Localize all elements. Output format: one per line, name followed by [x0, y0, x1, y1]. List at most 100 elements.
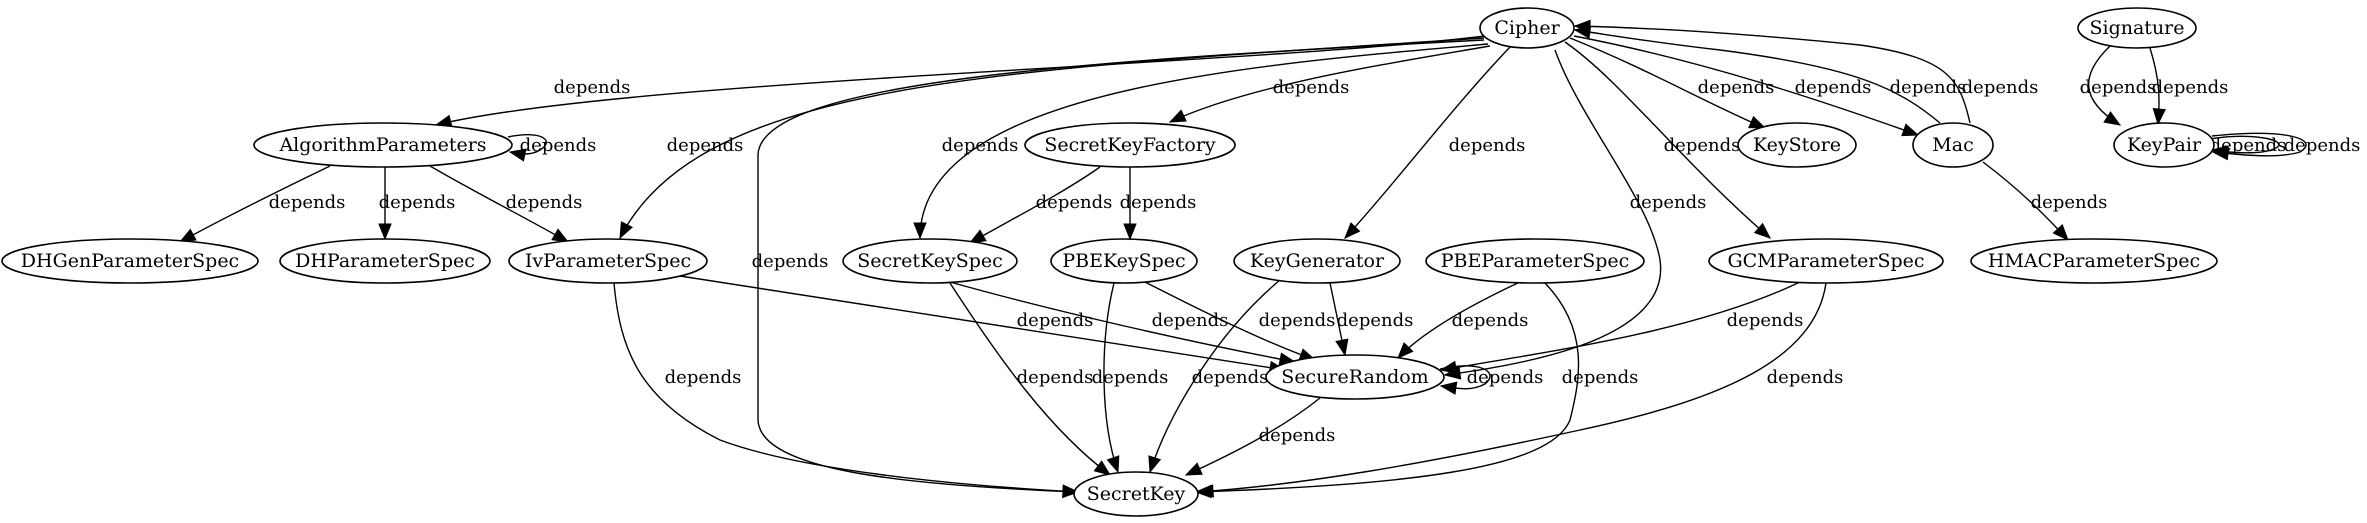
node-label: Cipher: [1494, 17, 1560, 39]
edge-secretkeyspec-to-securerandom: depends: [949, 281, 1297, 366]
edge-label: depends: [520, 135, 597, 156]
edge-algorithmparameters-to-ivparameterspec: depends: [429, 165, 583, 243]
edge-label: depends: [2080, 77, 2157, 98]
edge-label: depends: [554, 77, 631, 98]
edge-line: [435, 35, 1486, 126]
edge-label: depends: [1467, 367, 1544, 388]
arrow-head: [1062, 484, 1080, 498]
node-hmacparameterspec: HMACParameterSpec: [1970, 238, 2218, 284]
edge-line: [1344, 46, 1511, 239]
arrow-head: [619, 221, 633, 240]
edge-layer: dependsdependsdependsdependsdependsdepen…: [178, 19, 2360, 499]
node-ellipse: [508, 238, 708, 284]
node-keystore: KeyStore: [1737, 122, 1857, 168]
node-ellipse: [1479, 7, 1575, 49]
node-dhparameterspec: DHParameterSpec: [279, 238, 491, 284]
edge-line: [1440, 281, 1801, 371]
node-ellipse: [1912, 122, 1994, 168]
arrow-head: [1439, 381, 1458, 395]
edge-label: depends: [1017, 310, 1094, 331]
edge-securerandom-to-secretkey: depends: [1184, 397, 1335, 476]
node-keygenerator: KeyGenerator: [1233, 238, 1401, 284]
edge-cipher-to-algorithmparameters: depends: [434, 35, 1486, 128]
edge-label: depends: [1192, 367, 1269, 388]
edge-label: depends: [1962, 77, 2039, 98]
edge-label: depends: [1036, 192, 1113, 213]
edge-line: [949, 281, 1296, 363]
edge-label: depends: [752, 251, 829, 272]
node-label: Mac: [1932, 134, 1973, 156]
node-label: AlgorithmParameters: [278, 134, 486, 156]
edge-line: [1574, 29, 1941, 124]
arrow-head: [2103, 111, 2122, 126]
edge-label: depends: [1767, 367, 1844, 388]
edge-label: depends: [1630, 192, 1707, 213]
node-signature: Signature: [2077, 7, 2197, 49]
edge-label: depends: [506, 192, 583, 213]
arrow-head: [1753, 222, 1772, 239]
edge-label: depends: [1890, 77, 1967, 98]
node-label: SecretKey: [1087, 483, 1186, 505]
arrow-head: [1123, 223, 1137, 241]
arrow-head: [1093, 460, 1112, 476]
edge-label: depends: [1337, 310, 1414, 331]
edge-label: depends: [667, 135, 744, 156]
node-label: SecretKeyFactory: [1044, 134, 1216, 156]
node-ellipse: [1233, 238, 1401, 284]
arrow-head: [1148, 455, 1162, 474]
arrow-head: [1748, 115, 1767, 129]
edge-label: depends: [1795, 77, 1872, 98]
edge-signature-to-keypair: depends: [2149, 47, 2229, 126]
edge-signature-to-keypair: depends: [2080, 45, 2157, 126]
edge-line: [1564, 41, 1771, 239]
edge-line: [969, 166, 1101, 244]
node-pbekeyspec: PBEKeySpec: [1050, 238, 1198, 284]
node-label: DHGenParameterSpec: [21, 250, 239, 272]
edge-secretkeyspec-to-secretkey: depends: [949, 282, 1112, 476]
node-algorithmparameters: AlgorithmParameters: [253, 122, 513, 168]
edge-label: depends: [379, 192, 456, 213]
node-mac: Mac: [1912, 122, 1994, 168]
edge-line: [1574, 25, 1971, 124]
node-ellipse: [1, 238, 259, 284]
node-ellipse: [1073, 471, 1199, 517]
arrow-head: [1184, 462, 1203, 476]
edge-line: [1169, 45, 1491, 123]
edge-label: depends: [1120, 192, 1197, 213]
edge-label: depends: [665, 367, 742, 388]
node-ellipse: [2077, 7, 2197, 49]
edge-line: [757, 39, 1485, 493]
node-ellipse: [2113, 122, 2215, 168]
node-ellipse: [1970, 238, 2218, 284]
edge-line: [1197, 282, 1827, 493]
edge-label: depends: [2152, 77, 2229, 98]
node-pbeparameterspec: PBEParameterSpec: [1425, 238, 1645, 284]
arrow-head: [378, 223, 392, 241]
edge-cipher-to-securerandom: depends: [1443, 49, 1707, 380]
edge-mac-to-cipher: depends: [1573, 19, 2039, 124]
node-label: SecureRandom: [1281, 366, 1428, 388]
edge-label: depends: [2031, 192, 2108, 213]
edge-label: depends: [269, 192, 346, 213]
edge-line: [429, 165, 569, 243]
node-keypair: KeyPair: [2113, 122, 2215, 168]
edge-cipher-to-mac: depends: [1573, 35, 1920, 137]
node-ellipse: [842, 238, 1018, 284]
edge-line: [949, 282, 1111, 476]
edge-mac-to-hmacparameterspec: depends: [1982, 161, 2108, 241]
edge-gcmparameterspec-to-secretkey: depends: [1196, 282, 1844, 498]
edge-algorithmparameters-to-algorithmparameters: depends: [507, 133, 597, 162]
edge-line: [613, 282, 1079, 493]
edge-line: [1444, 49, 1662, 376]
edge-cipher-to-secretkeyspec: depends: [913, 43, 1489, 240]
edge-line: [1185, 397, 1321, 476]
node-securerandom: SecureRandom: [1265, 354, 1445, 400]
node-ellipse: [1265, 354, 1445, 400]
node-label: SecretKeySpec: [857, 250, 1003, 272]
edge-line: [179, 165, 331, 243]
node-label: IvParameterSpec: [525, 250, 691, 272]
edge-secretkeyfactory-to-pbekeyspec: depends: [1120, 167, 1197, 241]
node-ellipse: [1737, 122, 1857, 168]
edge-keygenerator-to-securerandom: depends: [1329, 282, 1414, 357]
